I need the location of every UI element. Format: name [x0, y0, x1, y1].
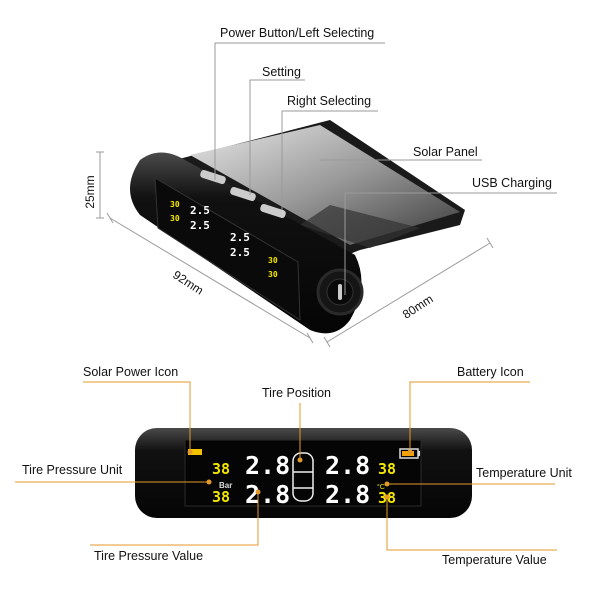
- dimension-depth: 80mm: [400, 292, 436, 322]
- solar-power-icon: [188, 449, 202, 455]
- label-tire-pressure-unit: Tire Pressure Unit: [22, 463, 123, 477]
- pressure-rear-left: 2.8: [245, 480, 290, 509]
- label-solar-panel: Solar Panel: [413, 145, 478, 159]
- label-setting: Setting: [262, 65, 301, 79]
- solar-panel-stripe: [300, 205, 420, 248]
- label-battery-icon: Battery Icon: [457, 365, 524, 379]
- lcd-temp: 30: [268, 256, 278, 265]
- temperature-readouts: 38 38 38 38: [212, 460, 396, 507]
- setting-button[interactable]: [229, 186, 256, 202]
- device-3d-view: 2.5 2.5 2.5 2.5 30 30 30 30: [130, 120, 465, 334]
- right-selecting-button[interactable]: [259, 203, 286, 219]
- device-screen-values: 2.5 2.5 2.5 2.5: [190, 204, 250, 259]
- lcd-screen: [184, 439, 422, 507]
- power-button[interactable]: [199, 169, 226, 185]
- pressure-unit: Bar: [219, 481, 232, 490]
- lcd-value: 2.5: [230, 231, 250, 244]
- leader-dots: [187, 449, 413, 500]
- bottom-leader-lines: [15, 381, 557, 551]
- label-solar-power-icon: Solar Power Icon: [83, 365, 178, 379]
- lcd-value: 2.5: [190, 219, 210, 232]
- label-temperature-unit: Temperature Unit: [476, 466, 572, 480]
- pressure-rear-right: 2.8: [325, 480, 370, 509]
- pressure-front-right: 2.8: [325, 451, 370, 480]
- label-right-selecting: Right Selecting: [287, 94, 371, 108]
- pressure-readouts: 2.8 2.8 2.8 2.8: [245, 451, 370, 509]
- lcd-temp: 30: [268, 270, 278, 279]
- temperature-unit: °C: [377, 483, 385, 491]
- device-screen: [154, 177, 301, 321]
- temp-right-top: 38: [378, 460, 396, 478]
- label-tire-pressure-value: Tire Pressure Value: [94, 549, 203, 563]
- label-tire-position: Tire Position: [262, 386, 331, 400]
- lcd-value: 2.5: [230, 246, 250, 259]
- lcd-temp: 30: [170, 214, 180, 223]
- usb-port[interactable]: [338, 284, 342, 300]
- top-leader-lines: [96, 42, 557, 348]
- lcd-temp: 30: [170, 200, 180, 209]
- temp-left-top: 38: [212, 460, 230, 478]
- device-screen-temps: 30 30 30 30: [170, 200, 278, 279]
- temp-left-bottom: 38: [212, 488, 230, 506]
- car-tire-position-icon: [292, 452, 314, 502]
- device-front-view: 38 38 38 38 Bar °C 2.8 2.8 2.8 2.8: [135, 428, 472, 518]
- label-usb-charging: USB Charging: [472, 176, 552, 190]
- label-temperature-value: Temperature Value: [442, 553, 547, 567]
- dimension-height: 25mm: [83, 175, 97, 208]
- pressure-front-left: 2.8: [245, 451, 290, 480]
- solar-panel: [190, 125, 460, 245]
- lcd-value: 2.5: [190, 204, 210, 217]
- label-power-button: Power Button/Left Selecting: [220, 26, 374, 40]
